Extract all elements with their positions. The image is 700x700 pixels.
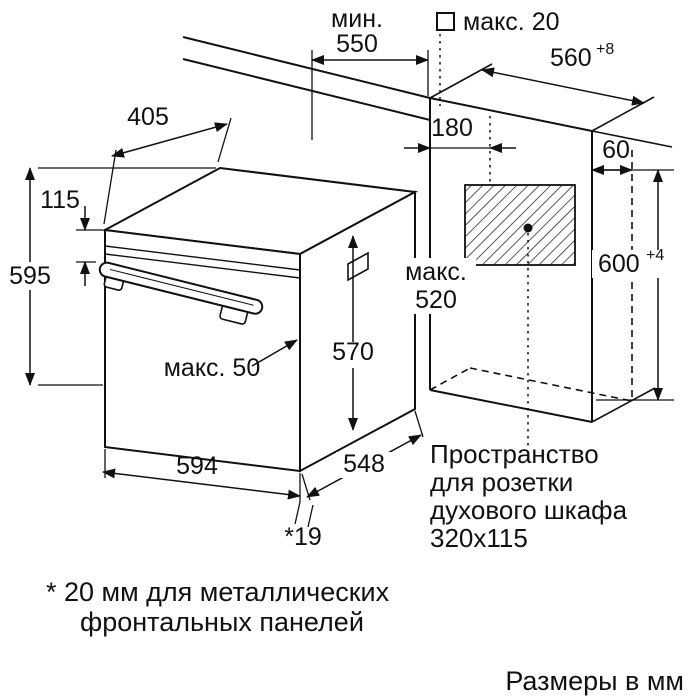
dim-600-tolerance: +4 bbox=[646, 247, 664, 264]
footnote: * 20 мм для металлических фронтальных па… bbox=[46, 577, 390, 637]
oven-box bbox=[101, 166, 419, 473]
door-top-line bbox=[104, 253, 301, 279]
worktop-edges bbox=[182, 36, 673, 148]
dim-180-label: 180 bbox=[431, 114, 473, 142]
control-panel-line bbox=[104, 245, 301, 271]
socket-note-line1: Пространство bbox=[430, 439, 599, 469]
handle-highlight bbox=[109, 268, 254, 306]
socket-note-line4: 320x115 bbox=[430, 523, 528, 553]
front-panel-square-icon bbox=[436, 12, 455, 31]
label-backgrounds bbox=[4, 250, 674, 478]
dim-405 bbox=[111, 122, 228, 158]
dim-550-label: 550 bbox=[336, 30, 378, 58]
handle-bar bbox=[98, 261, 264, 315]
socket-note: Пространство для розетки духового шкафа … bbox=[430, 439, 628, 553]
footnote-line2: фронтальных панелей bbox=[80, 607, 364, 637]
footnote-line1: * 20 мм для металлических bbox=[46, 577, 390, 607]
dim-max520-word-label: макс. bbox=[405, 258, 467, 286]
socket-center-dot bbox=[523, 223, 533, 233]
dim-594 bbox=[102, 468, 301, 500]
dim-560 bbox=[481, 67, 645, 106]
dim-548-label: 548 bbox=[343, 450, 385, 478]
socket-note-line2: для розетки bbox=[430, 467, 573, 497]
dim-594-label: 594 bbox=[176, 452, 218, 480]
dimension-arrows bbox=[25, 55, 663, 500]
units-note: Размеры в мм bbox=[505, 666, 684, 696]
dim-max20-label: макс. 20 bbox=[463, 8, 560, 36]
dim-max50-label: макс. 50 bbox=[164, 354, 261, 382]
center-dotted-lines bbox=[439, 34, 529, 446]
dim-max520-value-label: 520 bbox=[415, 286, 457, 314]
oven-handle bbox=[98, 261, 264, 325]
socket-area-hatch bbox=[464, 184, 576, 266]
dim-star19-label: *19 bbox=[284, 523, 322, 551]
dim-115-label: 115 bbox=[40, 186, 80, 214]
dim-60-label: 60 bbox=[602, 136, 630, 164]
dim-560-label: 560 bbox=[550, 44, 592, 72]
max50-leader-arrow bbox=[251, 339, 298, 367]
dim-595-label: 595 bbox=[9, 262, 51, 290]
socket-note-line3: духового шкафа bbox=[430, 495, 628, 525]
dim-600-label: 600 bbox=[598, 250, 640, 278]
dim-405-label: 405 bbox=[127, 103, 169, 131]
dim-560-tolerance: +8 bbox=[596, 41, 614, 58]
dim-570-label: 570 bbox=[332, 338, 374, 366]
dim-min-word-label: мин. bbox=[331, 5, 383, 33]
